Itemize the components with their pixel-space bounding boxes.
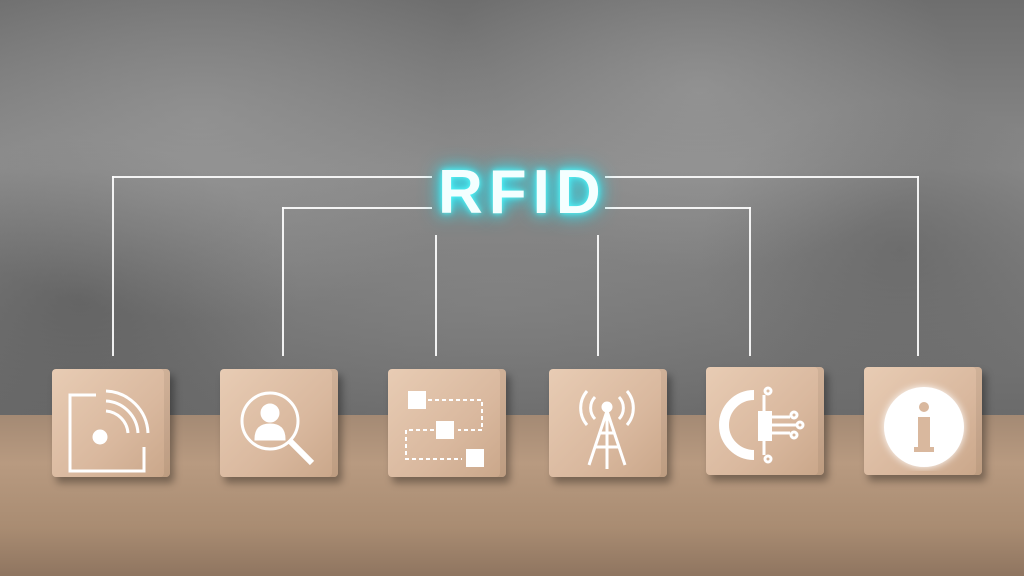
info-icon bbox=[884, 387, 964, 467]
process-flow-icon bbox=[405, 391, 484, 467]
block-radio-tower bbox=[549, 369, 667, 477]
concrete-wall-background bbox=[0, 0, 1024, 420]
wooden-table bbox=[0, 415, 1024, 576]
block-gear-circuit bbox=[706, 367, 824, 475]
block-rfid-tag bbox=[52, 369, 170, 477]
rfid-title: RFID bbox=[438, 158, 607, 227]
block-process-flow bbox=[388, 369, 506, 477]
radio-tower-icon bbox=[579, 390, 635, 469]
block-info bbox=[864, 367, 982, 475]
user-search-icon bbox=[240, 391, 315, 466]
rfid-tag-icon bbox=[68, 389, 150, 473]
block-user-search bbox=[220, 369, 338, 477]
gear-circuit-icon bbox=[719, 386, 805, 464]
